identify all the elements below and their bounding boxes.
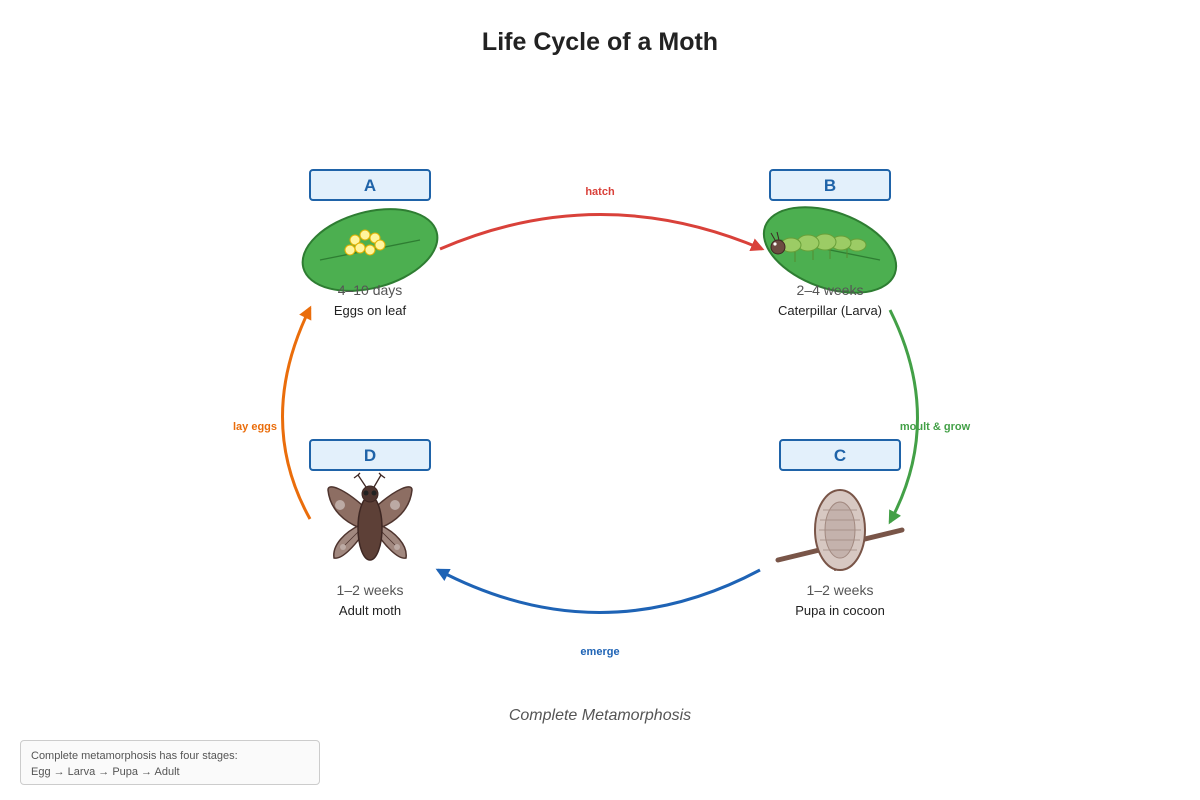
stage-c-duration: 1–2 weeks — [807, 582, 874, 598]
stage-a-duration: 4–10 days — [338, 282, 403, 298]
egg-leaf-illustration — [301, 208, 439, 292]
stage-c: C 1–2 weeks Pupa in cocoon — [775, 439, 905, 618]
stage-b: B — [762, 169, 898, 318]
diagram-title: Life Cycle of a Moth — [482, 28, 718, 56]
stage-c-name: Pupa in cocoon — [795, 603, 885, 618]
arrow-hatch — [439, 213, 765, 251]
arrow-emerge — [435, 568, 761, 614]
stage-d-duration: 1–2 weeks — [337, 582, 404, 598]
stage-b-letter: B — [824, 176, 836, 195]
stage-b-duration: 2–4 weeks — [797, 282, 864, 298]
diagram-subtitle: Complete Metamorphosis — [509, 707, 691, 724]
info-note-line-2: Egg → Larva → Pupa → Adult — [31, 766, 180, 778]
arrow-label-lay-eggs: lay eggs — [233, 421, 277, 433]
stage-a-label-box — [309, 169, 431, 201]
stage-a-letter: A — [364, 176, 376, 195]
moth-illustration — [327, 472, 413, 561]
arrow-lay-eggs — [281, 305, 312, 520]
stage-c-letter: C — [834, 446, 846, 465]
caterpillar — [770, 231, 867, 262]
arrow-label-emerge: emerge — [580, 646, 619, 658]
egg-cluster — [344, 229, 386, 256]
arrow-moult-grow — [888, 309, 919, 525]
moth-head — [361, 485, 379, 503]
stage-b-name: Caterpillar (Larva) — [778, 303, 882, 318]
caterpillar-leaf-illustration — [762, 206, 898, 294]
stage-a: A 4–10 days Eggs on leaf — [301, 169, 439, 318]
stage-b-label-box — [769, 169, 891, 201]
stage-c-label-box — [779, 439, 901, 471]
moth-body — [357, 495, 383, 561]
stage-d-label-box — [309, 439, 431, 471]
info-note: Complete metamorphosis has four stages: … — [20, 740, 320, 785]
stage-d-letter: D — [364, 446, 376, 465]
stage-d: D — [309, 439, 431, 618]
arrow-label-hatch: hatch — [585, 186, 615, 198]
stage-a-name: Eggs on leaf — [334, 303, 407, 318]
info-note-line-1: Complete metamorphosis has four stages: — [31, 750, 238, 762]
cocoon-illustration — [775, 489, 905, 571]
caterpillar-head — [770, 239, 786, 255]
stage-d-name: Adult moth — [339, 603, 401, 618]
arrow-label-moult-grow: moult & grow — [900, 421, 971, 433]
